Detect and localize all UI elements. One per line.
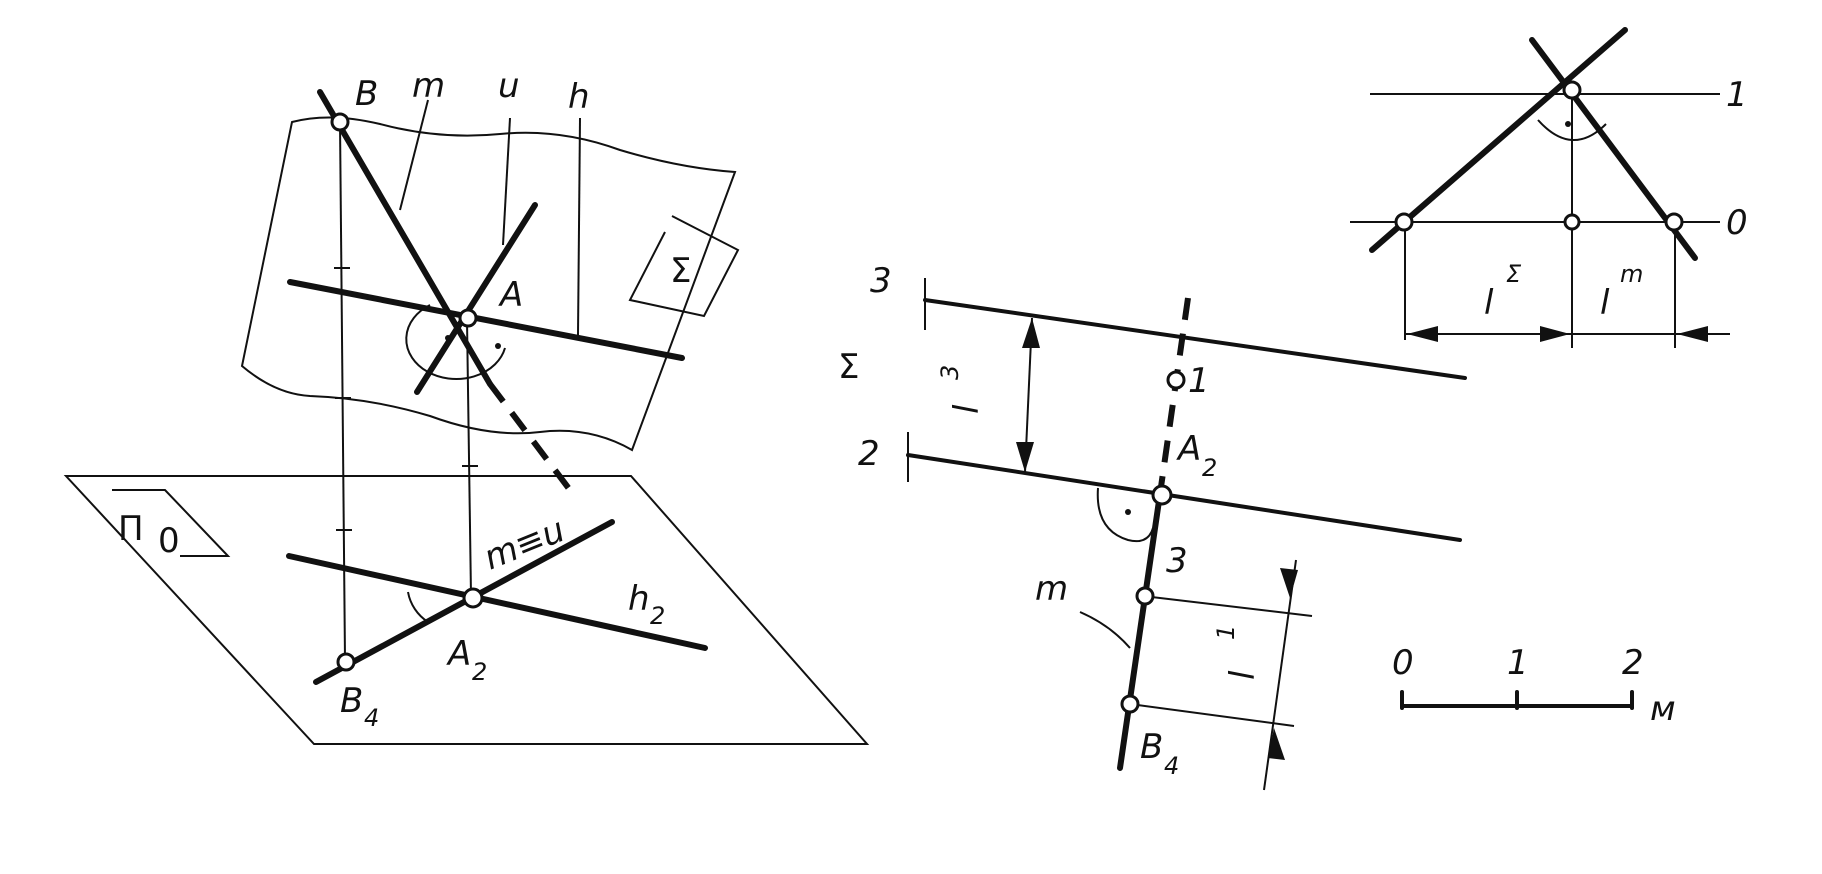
label-u: u [498,66,520,106]
right-angle-dot-A2 [495,343,501,349]
right-angle-dot-right [1565,121,1571,127]
right-view: 1 0 l Σ l m [1350,27,1748,348]
point-A2-mid [1151,484,1173,506]
label-level-3: 3 [870,261,892,301]
dim-arrow-mid [1540,326,1570,342]
ext-line-B4 [1129,703,1295,727]
label-h2: h [628,579,650,619]
label-A2-mid-sub: 2 [1202,454,1217,482]
label-level-0: 0 [1726,203,1748,243]
line-m-solid [1117,491,1163,771]
point-A [458,308,478,328]
left-view: B m u h A Σ Π 0 m≡u h 2 A 2 B 4 [63,66,870,745]
middle-view: 3 2 Σ l 3 1 A 2 3 m l 1 B 4 [838,261,1467,791]
label-dim-l3-sub: 3 [936,365,964,380]
right-angle-dot-A [445,335,451,341]
label-m-mid: m [1035,569,1068,609]
projector-ticks [334,267,478,531]
dim-l1-arrow-bottom [1268,728,1285,760]
label-level-1: 1 [1726,75,1748,115]
contour-2 [906,453,1462,542]
scale-label-0: 0 [1392,643,1414,683]
label-dim-l3: l [947,404,987,414]
right-angle-dot-mid [1125,509,1131,515]
label-l-m: l [1600,283,1610,323]
point-right-0 [1664,212,1684,232]
scale-bar: 0 1 2 м [1392,643,1676,729]
label-point-3: 3 [1166,541,1188,581]
label-m: m [412,66,445,106]
scale-label-1: 1 [1507,643,1529,683]
label-pi-sub: 0 [158,521,180,561]
label-B: B [355,74,378,114]
point-left-0 [1394,212,1414,232]
point-A2 [462,587,484,609]
line-u [414,202,538,395]
label-sigma-mid: Σ [838,347,859,387]
label-dim-l1: l [1223,670,1263,680]
leader-m [1079,611,1131,649]
projector-A [466,319,472,597]
sigma-label-box [628,215,740,318]
line-m-hidden [487,382,573,492]
line-m-leader [399,99,429,211]
label-dim-l1-sub: 1 [1212,625,1240,640]
line-m-upper [317,89,493,387]
line-h [287,279,685,361]
pi0-label-box [112,489,231,557]
scale-label-2: 2 [1622,643,1644,683]
label-B4-mid-sub: 4 [1164,752,1179,780]
contour-3 [923,298,1467,380]
label-A: A [498,275,523,315]
label-h2-sub: 2 [650,602,665,630]
label-l-sigma-sup: Σ [1506,260,1522,288]
line-h-leader [577,117,581,336]
label-pi: Π [118,509,144,549]
label-h: h [568,77,590,117]
right-angle-arc-A [405,304,506,380]
label-B4-mid: B [1140,727,1163,767]
label-level-2: 2 [858,434,880,474]
dim-l3-arrow-bottom [1016,442,1034,472]
scale-unit: м [1650,689,1676,729]
line-m-dashed [1157,297,1191,495]
right-angle-arc-right [1537,119,1607,141]
label-A2-left: A [446,634,471,674]
label-A2-mid: A [1176,429,1201,469]
dim-arrow-left [1407,326,1438,342]
angle-arc-A2 [407,591,429,623]
point-B4 [336,652,356,672]
point-3 [1135,586,1155,606]
label-B4-left: B [340,681,363,721]
point-1 [1166,370,1186,390]
plane-sigma-outline [240,116,737,452]
dim-arrow-right [1677,326,1708,342]
line-h2 [286,553,708,651]
label-l-m-sup: m [1620,260,1643,288]
label-A2-left-sub: 2 [472,658,487,686]
point-B [330,112,350,132]
right-angle-arc-mid [1096,487,1154,543]
label-B4-left-sub: 4 [364,704,379,732]
label-l-sigma: l [1484,283,1494,323]
line-u-leader [502,117,511,246]
label-sigma-left: Σ [670,251,691,291]
line-sigma-slope [1369,27,1628,253]
point-top [1562,80,1582,100]
plane-pi0-outline [63,475,870,745]
dim-l3-arrow-top [1022,318,1040,348]
point-B4-mid [1120,694,1140,714]
ext-line-3 [1142,595,1313,617]
point-mid-0 [1563,213,1581,231]
projector-B [339,121,346,661]
label-point-1: 1 [1188,361,1210,401]
dim-l1-arrow-top [1280,568,1298,598]
